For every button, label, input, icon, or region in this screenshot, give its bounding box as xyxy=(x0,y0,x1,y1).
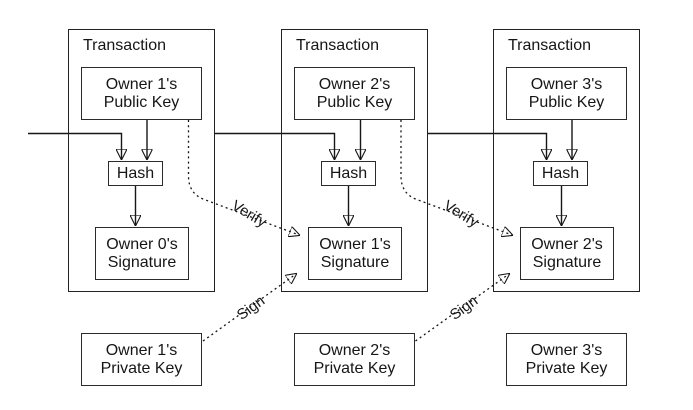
sign-arrow-1 xyxy=(202,274,296,342)
transaction-1-private-key-box: Owner 1's Private Key xyxy=(81,333,202,386)
transaction-2-private-key-box: Owner 2's Private Key xyxy=(294,333,415,386)
transaction-3-hash-box: Hash xyxy=(533,161,588,186)
chain-line-into-hash-1-arrow xyxy=(28,132,122,160)
transaction-1-border xyxy=(68,29,215,292)
transaction-1-hash-box: Hash xyxy=(108,161,163,186)
transaction-1-title: Transaction xyxy=(83,37,166,54)
sign-arrow-2 xyxy=(415,274,510,342)
verify-arrow-1 xyxy=(187,120,300,235)
transaction-2-hash-box: Hash xyxy=(321,161,376,186)
transaction-2-public-key-box: Owner 2's Public Key xyxy=(294,67,415,120)
transaction-3: Transaction Owner 3's Public Key Hash Ow… xyxy=(493,0,642,410)
verify-arrow-2 xyxy=(400,120,512,235)
transaction-3-public-key-box: Owner 3's Public Key xyxy=(506,67,627,120)
transaction-3-signature-box: Owner 2's Signature xyxy=(520,227,614,280)
chain-line-into-hash-3-arrow xyxy=(428,132,547,160)
transaction-1: Transaction Owner 1's Public Key Hash Ow… xyxy=(68,0,217,410)
transaction-2-signature-box: Owner 1's Signature xyxy=(308,227,402,280)
transaction-1-public-key-box: Owner 1's Public Key xyxy=(81,67,202,120)
transaction-3-private-key-box: Owner 3's Private Key xyxy=(506,333,627,386)
transaction-2-border xyxy=(281,29,428,292)
transaction-2: Transaction Owner 2's Public Key Hash Ow… xyxy=(281,0,430,410)
transaction-2-title: Transaction xyxy=(296,37,379,54)
transaction-3-title: Transaction xyxy=(508,37,591,54)
transaction-1-signature-box: Owner 0's Signature xyxy=(95,227,189,280)
chain-line-into-hash-2-arrow xyxy=(215,132,335,160)
transaction-3-border xyxy=(493,29,640,292)
